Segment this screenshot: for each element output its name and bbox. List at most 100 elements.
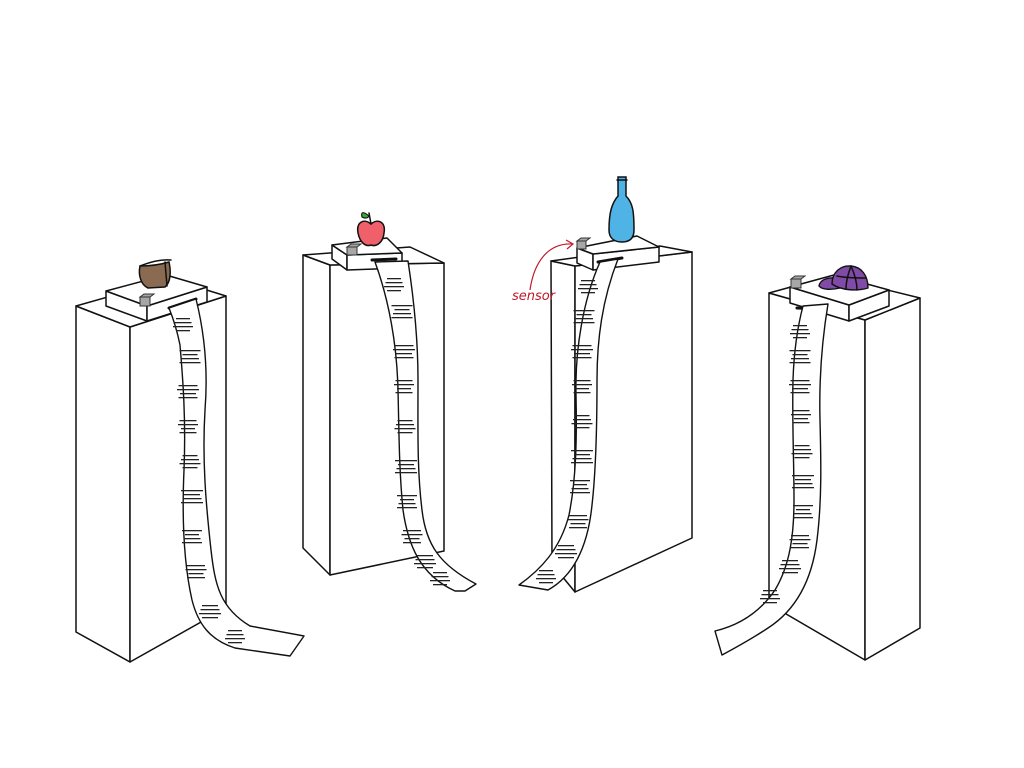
receipt-line	[182, 354, 198, 356]
receipt-line	[178, 385, 198, 387]
receipt-line	[433, 572, 447, 574]
receipt-line	[574, 454, 590, 456]
receipt-line	[200, 609, 220, 611]
receipt-line	[178, 397, 198, 399]
receipt-line	[569, 515, 587, 517]
receipt-line	[558, 557, 574, 559]
receipt-line	[574, 353, 590, 355]
receipt-line	[397, 388, 411, 390]
receipt-line	[174, 322, 192, 324]
receipt-line	[571, 450, 593, 452]
receipt-line	[567, 519, 589, 521]
receipt-line	[394, 309, 410, 311]
receipt-line	[395, 472, 417, 474]
pedestal-1-left-face	[75, 305, 131, 663]
receipt-line	[780, 564, 800, 566]
receipt-line	[181, 490, 203, 492]
receipt-line	[182, 455, 198, 457]
receipt-line	[393, 349, 415, 351]
receipt-line	[181, 358, 199, 360]
receipt-line	[571, 462, 593, 464]
receipt-line	[573, 484, 587, 486]
pedestal-4-right-face	[864, 297, 921, 661]
receipt-line	[572, 458, 592, 460]
receipt-line	[225, 638, 245, 640]
sensor-3	[575, 237, 592, 250]
receipt-line	[572, 357, 592, 359]
receipt-line	[558, 545, 574, 547]
receipt-line	[202, 605, 218, 607]
pedestal-3: sensor	[512, 176, 693, 593]
receipt-line	[790, 333, 810, 335]
receipt-line	[403, 542, 421, 544]
receipt-line	[789, 350, 811, 352]
receipt-line	[385, 282, 403, 284]
sensor-annotation: sensor	[512, 239, 575, 304]
receipt-line	[792, 422, 810, 424]
receipt-line	[397, 420, 413, 422]
receipt-line	[398, 503, 416, 505]
receipt-line	[791, 414, 811, 416]
receipt-line	[539, 570, 553, 572]
receipt-line	[569, 527, 587, 529]
receipt-line	[404, 538, 420, 540]
receipt-line	[791, 358, 809, 360]
receipt-strip-2	[374, 260, 477, 592]
receipt-line	[173, 326, 193, 328]
cap-object	[818, 265, 869, 291]
receipt-line	[791, 547, 809, 549]
receipt-line	[397, 495, 417, 497]
sensor-4	[789, 275, 807, 289]
receipt-line	[760, 598, 780, 600]
receipt-line	[430, 580, 450, 582]
receipt-line	[793, 483, 813, 485]
receipt-line	[202, 617, 218, 619]
receipt-line	[794, 445, 810, 447]
receipt-line	[793, 449, 811, 451]
receipt-line	[181, 502, 203, 504]
receipt-line	[792, 487, 814, 489]
receipt-line	[573, 380, 591, 382]
pouch-object	[138, 259, 172, 289]
receipt-line	[398, 464, 414, 466]
receipt-line	[789, 362, 811, 364]
receipt-line	[792, 388, 808, 390]
receipt-line	[182, 542, 202, 544]
receipt-line	[794, 457, 810, 459]
receipt-line	[793, 337, 807, 339]
receipt-line	[394, 345, 414, 347]
receipt-line	[791, 329, 809, 331]
receipt-line	[179, 432, 197, 434]
receipt-line	[181, 459, 199, 461]
receipt-line	[571, 423, 593, 425]
apple-object	[356, 212, 386, 247]
receipt-strip-3	[518, 258, 619, 591]
receipt-line	[573, 310, 595, 312]
sensor-1	[138, 293, 156, 307]
receipt-line	[790, 380, 810, 382]
receipt-line	[177, 389, 199, 391]
receipt-line	[575, 318, 593, 320]
receipt-line	[570, 480, 590, 482]
receipt-line	[182, 467, 198, 469]
receipt-line	[414, 563, 436, 565]
receipt-line	[763, 590, 777, 592]
receipt-line	[400, 499, 414, 501]
receipt-line	[794, 418, 808, 420]
receipt-line	[394, 384, 414, 386]
receipt-line	[579, 284, 597, 286]
receipt-line	[792, 354, 808, 356]
receipt-line	[396, 468, 416, 470]
sensor-2	[345, 243, 363, 256]
receipt-line	[185, 569, 207, 571]
receipt-line	[574, 415, 590, 417]
pedestal-2-right-face	[329, 262, 445, 576]
receipt-line	[581, 280, 595, 282]
receipt-line	[793, 505, 813, 507]
receipt-line	[578, 288, 598, 290]
receipt-line	[396, 353, 412, 355]
receipt-line	[794, 513, 812, 515]
receipt-line	[391, 317, 413, 319]
